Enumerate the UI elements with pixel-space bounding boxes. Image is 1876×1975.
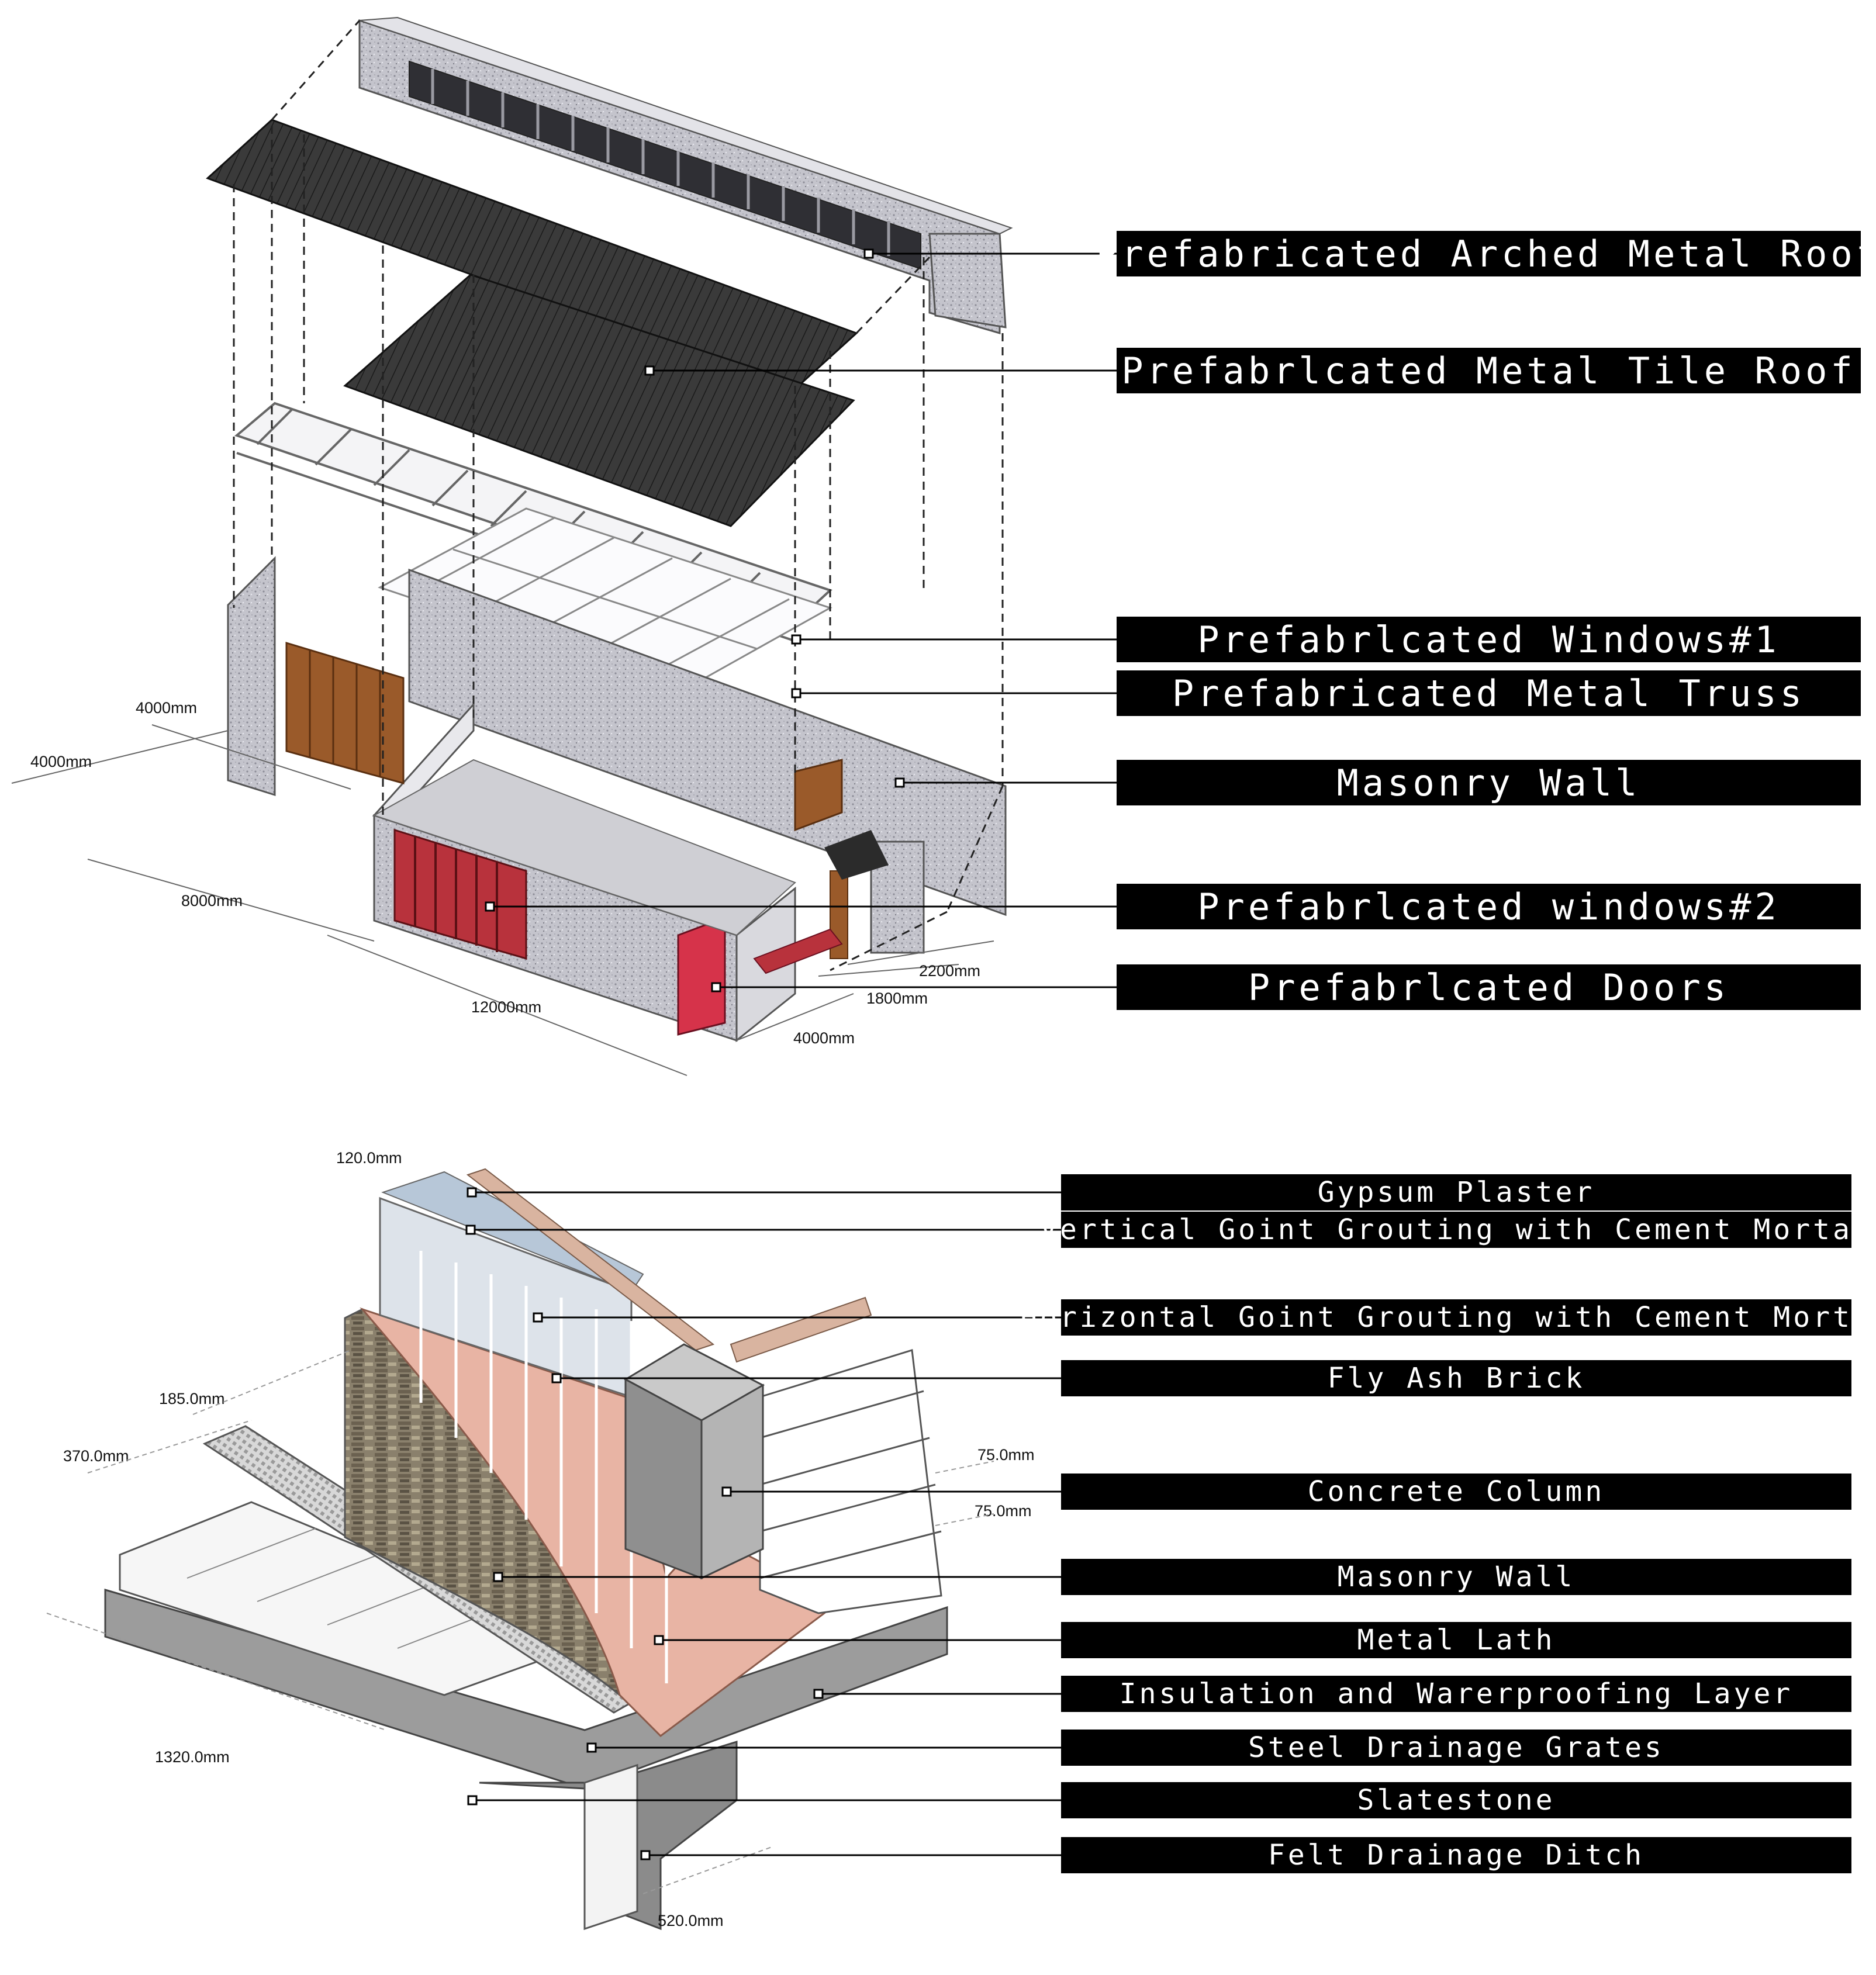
dim-top-1800: 1800mm bbox=[866, 990, 928, 1007]
label-insulation-waterproofing: Insulation and Warerproofing Layer bbox=[1061, 1676, 1851, 1712]
label-gypsum-plaster: Gypsum Plaster bbox=[1061, 1174, 1851, 1210]
label-horizontal-joint-grouting: Horizontal Goint Grouting with Cement Mo… bbox=[1020, 1299, 1876, 1336]
top-leader-markers bbox=[485, 248, 905, 992]
foundation-base bbox=[104, 1588, 948, 1790]
dim-top-4000-a: 4000mm bbox=[136, 699, 197, 717]
white-brick-wall bbox=[759, 1349, 942, 1614]
timber-panels bbox=[285, 641, 848, 959]
label-felt-drainage-ditch: Felt Drainage Ditch bbox=[1061, 1837, 1851, 1873]
label-fly-ash-brick: Fly Ash Brick bbox=[1061, 1360, 1851, 1396]
arched-metal-roof bbox=[358, 16, 1013, 334]
top-dimension-lines bbox=[11, 724, 994, 1076]
bottom-leader-lines bbox=[471, 1191, 1061, 1856]
label-masonry-wall-bottom: Masonry Wall bbox=[1061, 1559, 1851, 1595]
gypsum-plaster-top bbox=[381, 1171, 644, 1293]
timber-beam-2 bbox=[730, 1296, 872, 1363]
dim-bottom-370: 370.0mm bbox=[63, 1447, 129, 1465]
label-doors: Prefabrlcated Doors bbox=[1117, 964, 1861, 1010]
bottom-leader-markers bbox=[465, 1187, 824, 1860]
floor-slab bbox=[372, 759, 796, 936]
dim-bottom-75-a: 75.0mm bbox=[977, 1446, 1035, 1464]
label-slatestone: Slatestone bbox=[1061, 1782, 1851, 1818]
label-concrete-column: Concrete Column bbox=[1061, 1474, 1851, 1510]
dim-bottom-75-b: 75.0mm bbox=[975, 1502, 1032, 1520]
label-windows-1: Prefabrlcated Windows#1 bbox=[1117, 617, 1861, 662]
dim-bottom-1320: 1320.0mm bbox=[155, 1748, 230, 1766]
dim-top-2200: 2200mm bbox=[919, 962, 980, 980]
dim-bottom-185: 185.0mm bbox=[159, 1390, 225, 1407]
dim-bottom-120: 120.0mm bbox=[336, 1149, 402, 1167]
label-arched-metal-roof: Prefabricated Arched Metal Roof bbox=[1096, 231, 1876, 276]
slatestone-paving bbox=[119, 1501, 593, 1696]
concrete-column bbox=[623, 1343, 765, 1580]
label-metal-tile-roof: Prefabrlcated Metal Tile Roof bbox=[1117, 348, 1861, 393]
dim-top-12000: 12000mm bbox=[471, 998, 541, 1016]
top-leader-lines bbox=[490, 253, 1117, 988]
dim-top-4000-b: 4000mm bbox=[30, 753, 92, 770]
label-metal-lath: Metal Lath bbox=[1061, 1622, 1851, 1658]
dim-top-8000: 8000mm bbox=[181, 892, 243, 909]
projection-lines bbox=[233, 20, 1004, 971]
bottom-dimension-lines bbox=[46, 1350, 994, 1894]
metal-tile-roof-small bbox=[343, 274, 855, 527]
prefabricated-windows-2 bbox=[393, 828, 527, 960]
timber-beam bbox=[466, 1168, 715, 1351]
label-vertical-joint-grouting: Vertical Goint Grouting with Cement Mort… bbox=[1040, 1212, 1870, 1248]
label-steel-drainage-grates: Steel Drainage Grates bbox=[1061, 1730, 1851, 1766]
label-metal-truss: Prefabricated Metal Truss bbox=[1117, 670, 1861, 716]
dim-bottom-520: 520.0mm bbox=[658, 1912, 724, 1929]
label-masonry-wall-top: Masonry Wall bbox=[1117, 760, 1861, 805]
wall-section-axonometric bbox=[104, 1168, 948, 1931]
dim-top-4000-c: 4000mm bbox=[793, 1029, 855, 1047]
felt-drainage-ditch bbox=[583, 1763, 638, 1931]
dark-canopy bbox=[824, 830, 889, 880]
building-exploded-axonometric bbox=[11, 16, 1013, 1076]
label-windows-2: Prefabrlcated windows#2 bbox=[1117, 884, 1861, 929]
